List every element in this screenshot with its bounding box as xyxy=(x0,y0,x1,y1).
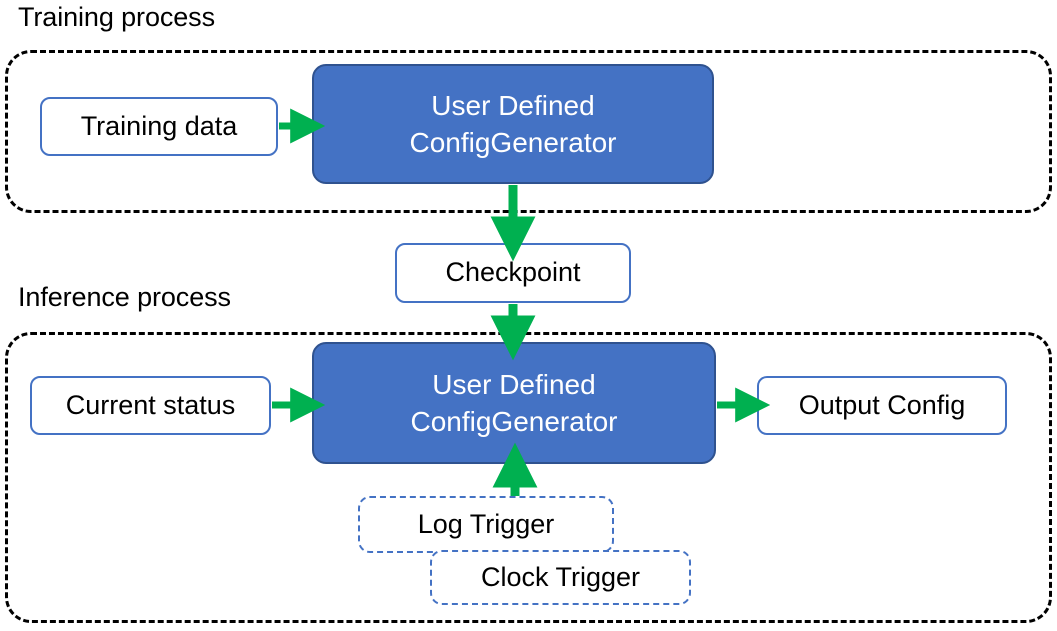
node-training-data[interactable]: Training data xyxy=(40,97,278,156)
node-user-defined-config-generator-training[interactable]: User Defined ConfigGenerator xyxy=(312,64,714,184)
node-output-config-label: Output Config xyxy=(798,389,966,420)
generator-inference-line2: ConfigGenerator xyxy=(410,406,618,437)
node-log-trigger-label: Log Trigger xyxy=(417,508,555,539)
generator-training-line2: ConfigGenerator xyxy=(409,127,617,158)
node-log-trigger[interactable]: Log Trigger xyxy=(358,496,614,553)
node-training-data-label: Training data xyxy=(80,110,238,141)
training-process-container xyxy=(5,50,1052,213)
node-user-defined-config-generator-inference[interactable]: User Defined ConfigGenerator xyxy=(312,342,716,464)
node-output-config[interactable]: Output Config xyxy=(757,376,1007,435)
node-current-status-label: Current status xyxy=(65,389,236,420)
node-checkpoint-label: Checkpoint xyxy=(445,257,581,288)
node-clock-trigger[interactable]: Clock Trigger xyxy=(430,550,691,605)
generator-training-line1: User Defined xyxy=(431,89,595,121)
node-clock-trigger-label: Clock Trigger xyxy=(480,561,641,592)
inference-process-label: Inference process xyxy=(18,282,231,312)
node-current-status[interactable]: Current status xyxy=(30,376,271,435)
training-process-label: Training process xyxy=(18,2,215,32)
node-checkpoint[interactable]: Checkpoint xyxy=(395,243,631,303)
generator-inference-line1: User Defined xyxy=(432,368,596,400)
